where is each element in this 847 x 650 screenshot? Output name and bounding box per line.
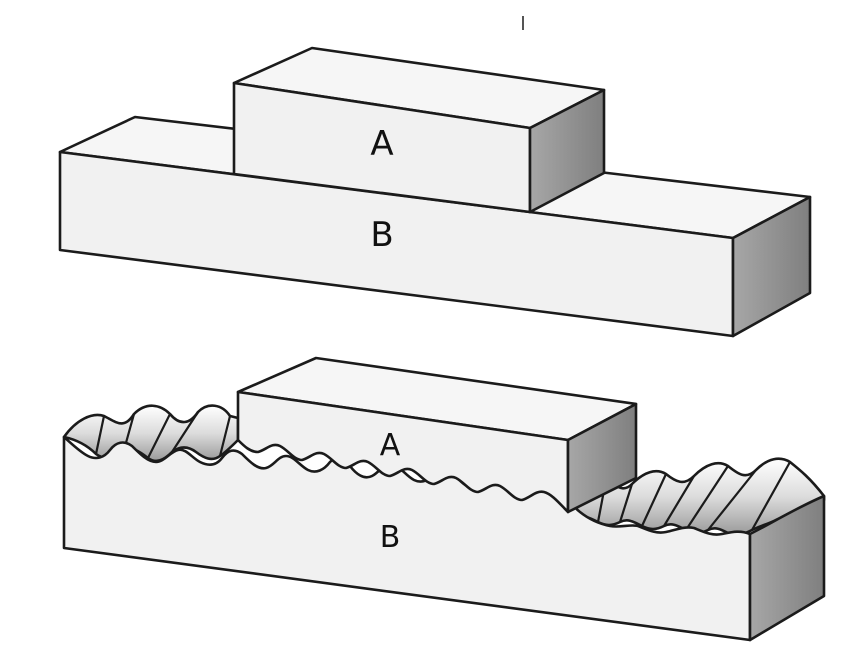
block-b-rough xyxy=(62,404,826,642)
block-a-label: A xyxy=(380,428,401,463)
smooth-contact-figure: A B xyxy=(58,46,812,338)
ridge-lines xyxy=(94,411,791,531)
block-b-side-face xyxy=(748,494,826,642)
block-a-rough xyxy=(236,356,638,514)
block-b-label: B xyxy=(380,520,401,555)
block-a-label: A xyxy=(370,124,393,164)
block-a-smooth xyxy=(232,46,606,214)
rough-contact-figure: A B xyxy=(62,356,826,642)
block-b-label: B xyxy=(370,215,393,255)
